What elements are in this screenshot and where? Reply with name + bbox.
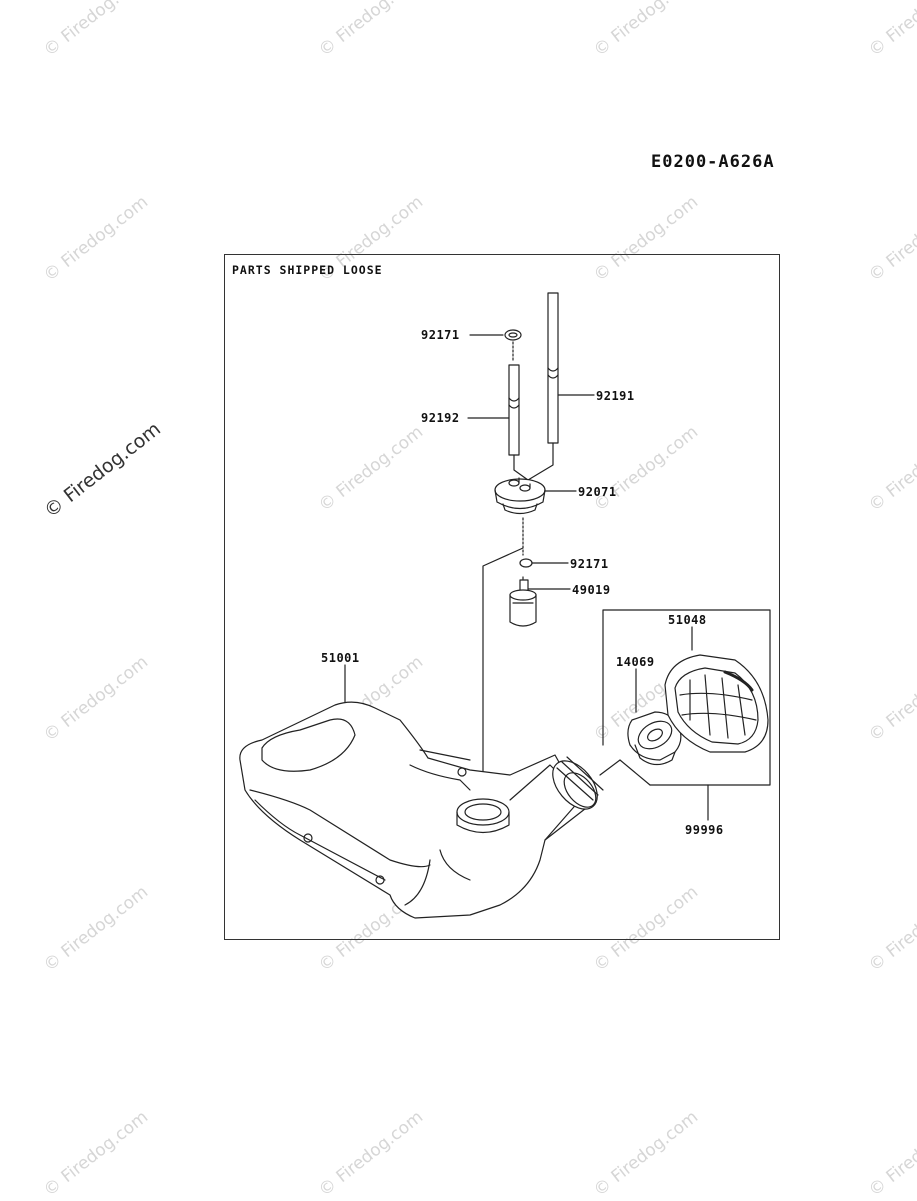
tube-92192 [508,364,520,456]
label-92191: 92191 [596,389,635,403]
label-14069: 14069 [616,655,655,669]
label-92192: 92192 [421,411,460,425]
label-92171-lower: 92171 [570,557,609,571]
label-49019: 49019 [572,583,611,597]
filter-49019 [509,576,537,627]
label-99996: 99996 [685,823,724,837]
label-51048: 51048 [668,613,707,627]
cap-assembly-box [602,609,771,786]
grommet-92071 [494,477,546,515]
label-51001: 51001 [321,651,360,665]
clip-92171-top [504,329,522,361]
frame-title: PARTS SHIPPED LOOSE [232,263,383,277]
label-92071: 92071 [578,485,617,499]
tube-92191 [547,292,559,444]
label-92171-top: 92171 [421,328,460,342]
cap-51048 [664,654,769,753]
fuel-tank-51001 [239,701,604,919]
diagram-frame [224,254,780,940]
clip-92171-lower [519,517,533,568]
diagram-code: E0200-A626A [651,152,775,172]
